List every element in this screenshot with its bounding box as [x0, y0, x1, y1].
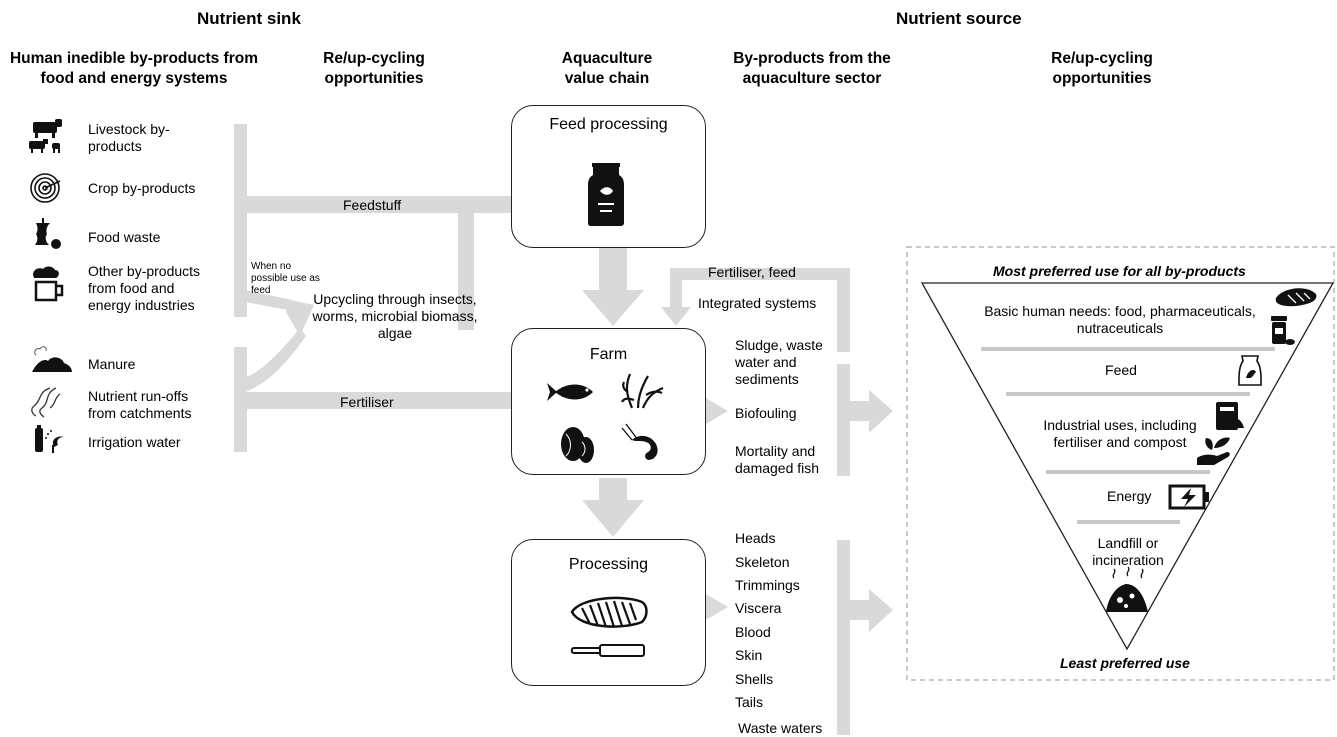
- hierarchy-top-label: Most preferred use for all by-products: [993, 263, 1246, 279]
- proc-byproduct-skin: Skin: [735, 647, 763, 663]
- farm-byproduct-sludge: Sludge, waste water and sediments: [735, 337, 823, 387]
- down-arrow-1: [582, 248, 644, 326]
- input-irrigation: Irrigation water: [88, 434, 181, 450]
- collector-bar-top: [234, 124, 247, 317]
- column-header-recycling-left: Re/up-cycling opportunities: [323, 50, 425, 87]
- beer-mug-icon: [33, 266, 64, 302]
- landfill-icon: [1106, 566, 1148, 612]
- nutrient-sink-header: Nutrient sink: [197, 9, 301, 28]
- proc-byproduct-blood: Blood: [735, 624, 771, 640]
- proc-to-hierarchy-arrowhead: [869, 589, 893, 632]
- nutrient-source-header: Nutrient source: [896, 9, 1022, 28]
- input-other: Other by-products from food and energy i…: [88, 263, 201, 313]
- cow-icon: [29, 119, 62, 153]
- proc-byproduct-waste-waters: Waste waters: [738, 720, 823, 736]
- merge-wedge: [286, 300, 314, 336]
- proc-byproduct-bar: [837, 540, 850, 735]
- flow-label-feedstuff: Feedstuff: [343, 197, 402, 213]
- hierarchy-bottom-label: Least preferred use: [1060, 655, 1190, 671]
- industrial-sack-icon: [1216, 402, 1244, 430]
- feedstuff-band: [240, 196, 514, 213]
- proc-byproduct-viscera: Viscera: [735, 600, 782, 616]
- proc-to-hierarchy-band: [845, 600, 871, 620]
- apple-core-icon: [35, 218, 61, 249]
- column-header-recycling-right: Re/up-cycling opportunities: [1051, 50, 1153, 87]
- loop-arrowhead: [661, 307, 691, 326]
- proc-byproduct-skeleton: Skeleton: [735, 554, 790, 570]
- proc-byproduct-tails: Tails: [735, 694, 764, 710]
- feed-sack-icon: [1238, 355, 1262, 386]
- flow-label-fertiliser: Fertiliser: [340, 394, 394, 410]
- column-header-aquaculture-byproducts: By-products from the aquaculture sector: [733, 50, 891, 87]
- upcycling-connector: [458, 204, 474, 330]
- no-feed-arrow: [245, 290, 292, 310]
- input-manure: Manure: [88, 356, 136, 372]
- level-landfill: Landfill or incineration: [1092, 535, 1164, 568]
- input-food-waste: Food waste: [88, 229, 161, 245]
- column-header-aquaculture-value-chain: Aquaculture value chain: [561, 50, 653, 87]
- farm-byproduct-bar: [837, 364, 850, 476]
- crop-icon: [30, 173, 61, 203]
- sushi-icon: [1275, 288, 1317, 307]
- fertiliser-band: [240, 392, 516, 409]
- stage-feed-processing: Feed processing: [511, 105, 706, 248]
- hierarchy-triangle: [920, 282, 1335, 651]
- farm-out-arrowhead: [704, 397, 728, 425]
- farm-to-hierarchy-arrowhead: [869, 390, 893, 433]
- input-runoff: Nutrient run-offs from catchments: [88, 388, 192, 421]
- irrigation-icon: [35, 425, 64, 453]
- input-livestock: Livestock by-products: [88, 121, 170, 154]
- level-energy: Energy: [1107, 488, 1152, 504]
- stage-title-processing: Processing: [568, 556, 649, 573]
- pill-bottle-icon: [1271, 316, 1295, 345]
- stage-title-farm: Farm: [589, 346, 628, 363]
- level-feed: Feed: [1105, 362, 1137, 378]
- farm-to-hierarchy-band: [845, 401, 871, 421]
- down-arrow-2: [582, 478, 644, 537]
- manure-icon: [32, 346, 72, 372]
- proc-byproduct-trimmings: Trimmings: [735, 577, 800, 593]
- hierarchy-frame: [906, 246, 1335, 681]
- level-basic-human-needs: Basic human needs: food, pharmaceuticals…: [984, 303, 1256, 336]
- farm-byproduct-mortality: Mortality and damaged fish: [735, 443, 820, 476]
- loop-left: [670, 268, 682, 308]
- proc-byproduct-shells: Shells: [735, 671, 774, 687]
- plant-hand-icon: [1197, 437, 1230, 465]
- curve-connector: [244, 328, 306, 392]
- proc-out-arrowhead: [704, 593, 728, 621]
- input-crop: Crop by-products: [88, 180, 196, 196]
- battery-icon: [1168, 484, 1209, 510]
- column-header-inedible-byproducts: Human inedible by-products from food and…: [9, 50, 258, 87]
- flow-label-upcycling: Upcycling through insects, worms, microb…: [312, 291, 478, 341]
- flow-note-no-feed: When no possible use as feed: [251, 261, 320, 296]
- proc-byproduct-heads: Heads: [735, 530, 776, 546]
- stage-processing: Processing: [511, 539, 706, 686]
- loop-top: [670, 268, 850, 280]
- stage-title-feed-processing: Feed processing: [549, 116, 668, 133]
- loop-right: [837, 268, 850, 352]
- runoff-icon: [31, 387, 61, 418]
- level-industrial-uses: Industrial uses, including fertiliser an…: [1043, 417, 1197, 450]
- flow-label-fertiliser-feed: Fertiliser, feed: [708, 264, 796, 280]
- farm-byproduct-biofouling: Biofouling: [735, 405, 797, 421]
- flow-label-integrated: Integrated systems: [698, 295, 817, 311]
- stage-farm: Farm: [511, 328, 706, 475]
